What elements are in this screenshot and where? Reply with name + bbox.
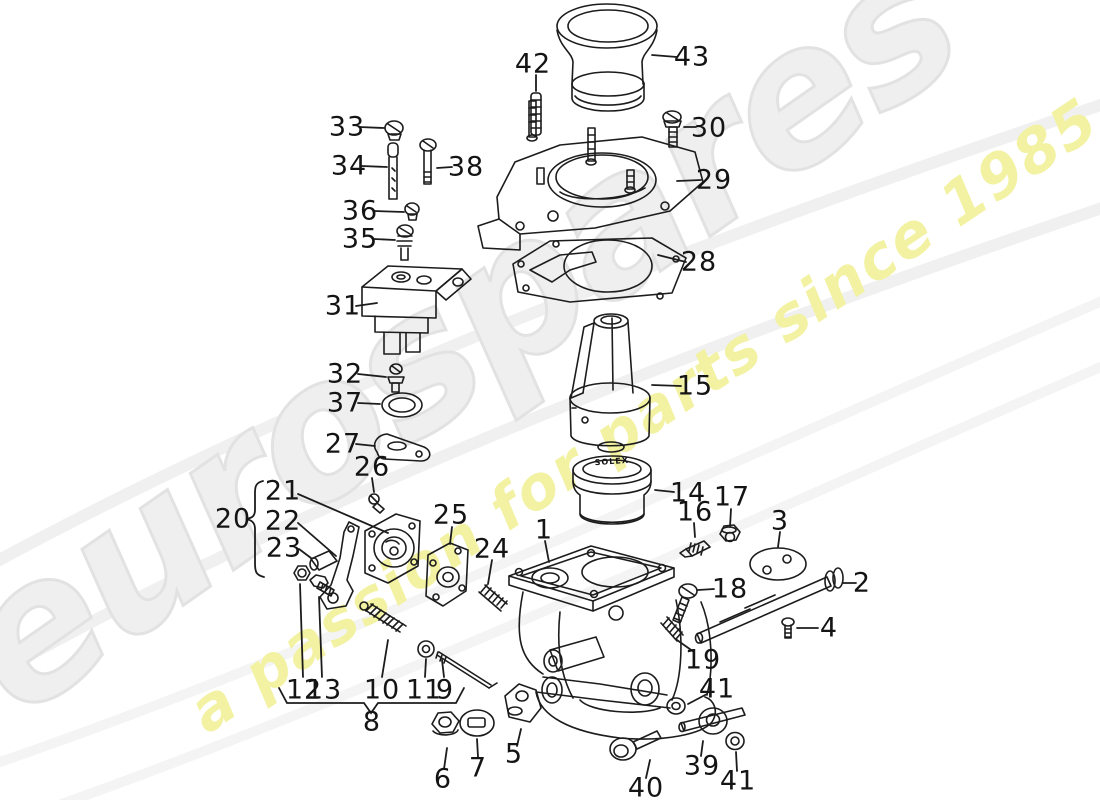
part-art-18-screw xyxy=(672,583,698,624)
brace-group-20 xyxy=(245,480,265,578)
part-art-4-screw xyxy=(781,617,795,639)
leader-lines xyxy=(297,54,857,779)
part-art-22-lever-arm xyxy=(319,521,360,610)
part-art-29-cover-plate xyxy=(477,100,704,251)
part-art-10-spring xyxy=(359,601,407,633)
part-art-5-bracket xyxy=(504,683,542,723)
part-art-27-lever xyxy=(373,433,431,462)
part-art-43-air-horn xyxy=(556,3,658,112)
part-art-31-pump-body xyxy=(361,265,472,355)
part-art-23-pin xyxy=(309,550,338,571)
part-art-41-washer-upper xyxy=(666,697,686,715)
part-art-12-nut xyxy=(293,565,311,581)
part-art-7-plug xyxy=(459,709,495,737)
part-art-1-carburetor-body xyxy=(508,545,717,740)
part-art-25-gasket xyxy=(425,542,469,607)
part-art-3-disc xyxy=(749,547,807,581)
part-art-15-float xyxy=(569,313,651,453)
part-art-9-rod xyxy=(435,651,498,689)
part-art-41-washer-lower xyxy=(725,731,745,751)
part-art-39-banjo xyxy=(678,707,746,735)
part-art-33-screw xyxy=(384,120,404,141)
part-art-34-tube xyxy=(387,142,399,200)
solex-inscription: SOLEX xyxy=(594,456,629,467)
part-art-19-spring xyxy=(660,616,684,642)
bracket-group-8 xyxy=(278,687,465,715)
part-art-2-shaft xyxy=(694,567,844,644)
part-art-11-washer xyxy=(417,640,435,658)
part-art-24-spring xyxy=(478,584,508,612)
part-art-17-nut xyxy=(719,524,741,543)
part-art-16-screw xyxy=(679,540,711,558)
part-art-38-screw xyxy=(419,138,437,185)
part-art-6-nut xyxy=(431,711,460,736)
part-art-40-banjo-bolt xyxy=(609,730,662,761)
part-art-26-screw xyxy=(368,493,385,514)
part-art-21-pump-cover xyxy=(364,513,421,584)
part-art-28-gasket xyxy=(512,237,687,303)
part-art-32-screw xyxy=(387,363,405,393)
part-art-13-screw xyxy=(309,574,335,597)
part-art-37-ring xyxy=(381,392,423,418)
part-art-14-bowl xyxy=(572,455,652,525)
part-art-36-screw xyxy=(404,202,420,221)
part-art-30-screw xyxy=(662,110,682,148)
part-art-35-valve xyxy=(396,224,414,261)
